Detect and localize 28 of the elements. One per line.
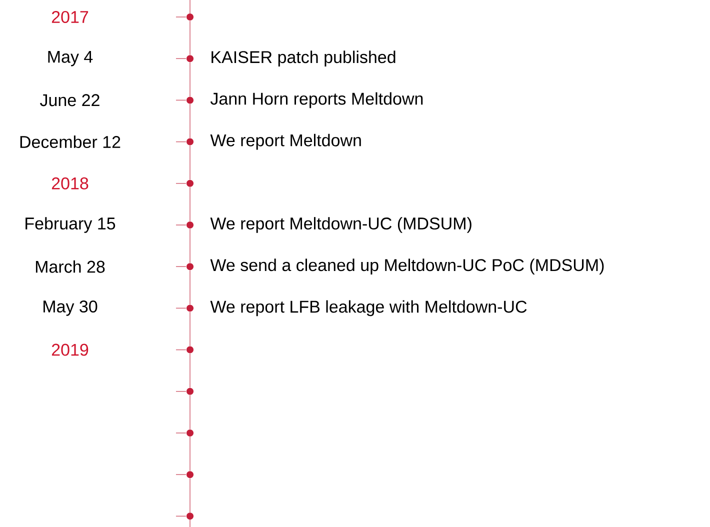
event-text: We send a cleaned up Meltdown-UC PoC (MDSUM) [210,258,604,274]
date-label: March 28 [36,260,105,273]
timeline-dot [186,471,194,478]
timeline-dot [186,304,194,312]
timeline-dot [186,388,194,395]
date-label: May 4 [48,50,93,66]
event-text: We report Meltdown-UC (MDSUM) [210,217,472,233]
event-text: We report Meltdown [210,134,361,150]
timeline-dot [186,346,194,354]
timeline-dot [186,429,194,436]
year-label: 2018 [52,177,88,190]
event-text: KAISER patch published [212,50,396,67]
date-label: December 12 [20,136,120,148]
timeline-dot [186,263,194,270]
date-label: May 30 [44,300,98,316]
timeline-dot [186,222,194,228]
timeline-dot [186,512,194,520]
timeline-dot [186,96,194,104]
date-label: June 22 [40,94,100,106]
timeline-dot [186,180,194,187]
timeline-dot [186,14,194,20]
event-text: We report LFB leakage with Meltdown-UC [210,300,527,316]
date-label: February 15 [26,217,116,233]
timeline-dot [186,138,194,146]
timeline-dot [186,55,194,62]
year-label: 2017 [52,10,88,24]
year-label: 2019 [52,344,88,356]
event-text: Jann Horn reports Meltdown [210,92,423,108]
